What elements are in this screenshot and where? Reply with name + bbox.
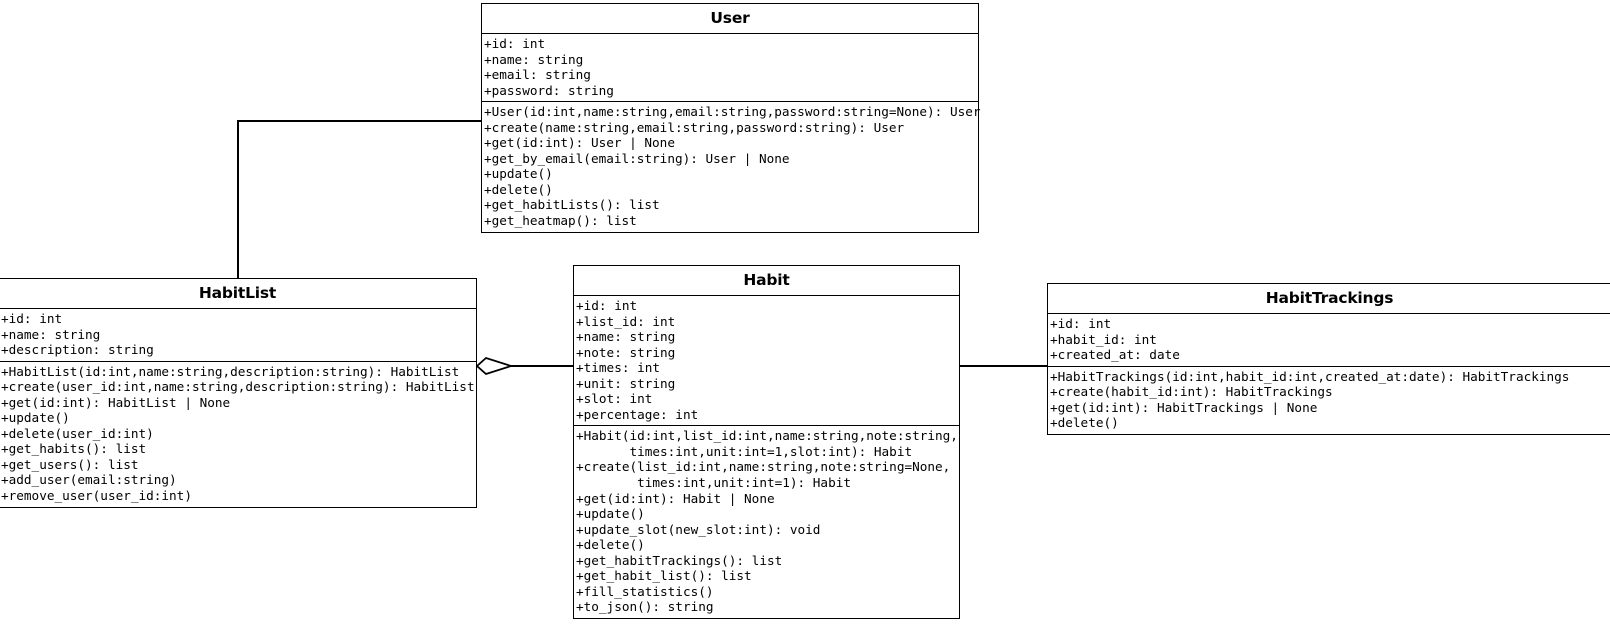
operation-row: +update() [576,506,645,522]
attribute-row: +email: string [484,67,591,83]
operation-row: +update() [484,166,553,182]
operation-row: +get_habitTrackings(): list [576,552,783,568]
attribute-row: +description: string [1,342,154,358]
operation-row: +get_habit_list(): list [576,568,752,584]
class-box-user[interactable]: User +id: int +name: string +email: stri… [481,3,981,233]
operation-row: +create(user_id:int,name:string,descript… [1,379,475,395]
operation-row: +create(list_id:int,name:string,note:str… [576,459,951,475]
operation-row: +User(id:int,name:string,email:string,pa… [484,104,981,120]
attribute-row: +created_at: date [1050,347,1180,363]
operation-row: +get(id:int): HabitList | None [1,394,231,410]
operation-row: +update_slot(new_slot:int): void [576,521,821,537]
edge-user-habitlist-horizontal [237,120,482,122]
operation-row: +fill_statistics() [576,583,714,599]
class-attributes-user: +id: int +name: string +email: string +p… [482,34,978,103]
operation-row: +delete() [1050,415,1119,431]
operation-row: +update() [1,410,70,426]
operation-row: +get(id:int): HabitTrackings | None [1050,399,1318,415]
attribute-row: +id: int [484,36,546,51]
operation-row: +create(name:string,email:string,passwor… [484,119,905,135]
attribute-row: +slot: int [576,391,653,407]
operation-row: +get_heatmap(): list [484,213,637,229]
edge-habitlist-habit [508,365,574,367]
operation-row: +delete(user_id:int) [1,425,154,441]
operation-row: +get_habits(): list [1,441,147,457]
class-operations-habitlist: +HabitList(id:int,name:string,descriptio… [0,362,476,507]
attribute-row: +unit: string [576,375,676,391]
attribute-row: +name: string [1,326,101,342]
attribute-row: +id: int [1,311,63,326]
attribute-row: +password: string [484,82,614,98]
operation-row: +get_by_email(email:string): User | None [484,150,790,166]
attribute-row: +percentage: int [576,406,699,422]
operation-row: +HabitTrackings(id:int,habit_id:int,crea… [1050,368,1570,384]
class-attributes-habittrackings: +id: int +habit_id: int +created_at: dat… [1048,314,1610,367]
operation-row: +HabitList(id:int,name:string,descriptio… [1,363,460,379]
class-box-habit[interactable]: Habit +id: int +list_id: int +name: stri… [573,265,960,619]
attribute-row: +list_id: int [576,313,676,329]
class-title-habittrackings: HabitTrackings [1048,284,1610,314]
operation-row: +get(id:int): Habit | None [576,490,775,506]
aggregation-diamond-icon [476,356,512,376]
operation-row: +get_users(): list [1,456,139,472]
operation-row: +delete() [576,537,645,553]
operation-row: +create(habit_id:int): HabitTrackings [1050,384,1333,400]
class-attributes-habit: +id: int +list_id: int +name: string +no… [574,296,959,427]
attribute-row: +name: string [576,329,676,345]
operation-row: +add_user(email:string) [1,472,177,488]
attribute-row: +habit_id: int [1050,331,1157,347]
attribute-row: +id: int [1050,316,1112,331]
class-operations-habit: +Habit(id:int,list_id:int,name:string,no… [574,426,959,618]
operation-row: times:int,unit:int=1): Habit [576,475,851,491]
operation-row: times:int,unit:int=1,slot:int): Habit [576,443,913,459]
edge-habit-habittrackings [959,365,1048,367]
attribute-row: +note: string [576,344,676,360]
attribute-row: +id: int [576,298,638,313]
class-box-habittrackings[interactable]: HabitTrackings +id: int +habit_id: int +… [1047,283,1610,435]
class-operations-habittrackings: +HabitTrackings(id:int,habit_id:int,crea… [1048,367,1610,434]
class-title-habitlist: HabitList [0,279,476,309]
attribute-row: +name: string [484,51,584,67]
operation-row: +get(id:int): User | None [484,135,675,151]
attribute-row: +times: int [576,360,661,376]
operation-row: +delete() [484,181,553,197]
operation-row: +get_habitLists(): list [484,197,660,213]
operation-row: +to_json(): string [576,599,714,615]
edge-user-habitlist-vertical [237,120,239,279]
class-title-habit: Habit [574,266,959,296]
class-box-habitlist[interactable]: HabitList +id: int +name: string +descri… [0,278,477,508]
operation-row: +remove_user(user_id:int) [1,488,192,504]
operation-row: +Habit(id:int,list_id:int,name:string,no… [576,428,958,444]
class-attributes-habitlist: +id: int +name: string +description: str… [0,309,476,362]
class-title-user: User [482,4,978,34]
class-operations-user: +User(id:int,name:string,email:string,pa… [482,102,981,231]
